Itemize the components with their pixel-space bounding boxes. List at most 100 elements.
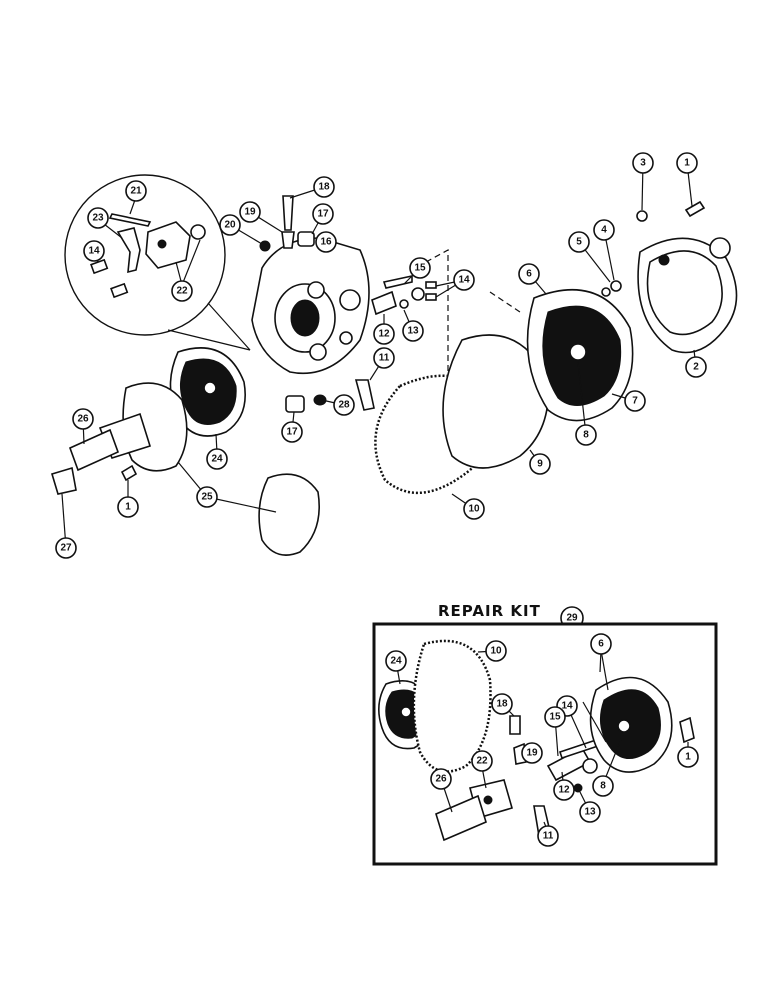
callout-2: 2 xyxy=(685,356,707,378)
svg-text:11: 11 xyxy=(543,831,554,842)
callout-13: 13 xyxy=(402,320,424,342)
svg-text:19: 19 xyxy=(526,748,538,759)
svg-text:24: 24 xyxy=(390,656,402,667)
callout-16: 16 xyxy=(315,231,337,253)
kit-callout-6: 6 xyxy=(590,633,612,655)
spring-26 xyxy=(68,428,120,472)
kit-callout-22: 22 xyxy=(471,750,493,772)
svg-text:25: 25 xyxy=(201,492,213,503)
plate-9 xyxy=(442,334,550,469)
svg-text:14: 14 xyxy=(88,246,100,257)
svg-text:15: 15 xyxy=(549,712,561,723)
callout-26: 26 xyxy=(72,408,94,430)
svg-text:10: 10 xyxy=(490,646,502,657)
callout-19: 19 xyxy=(239,201,261,223)
kit-callout-11: 11 xyxy=(537,825,559,847)
callout-23: 23 xyxy=(87,207,109,229)
svg-text:27: 27 xyxy=(60,543,72,554)
svg-text:5: 5 xyxy=(576,237,582,248)
spring-small xyxy=(281,231,295,249)
svg-text:24: 24 xyxy=(211,454,223,465)
callout-28: 28 xyxy=(333,394,355,416)
callout-25: 25 xyxy=(196,486,218,508)
svg-text:13: 13 xyxy=(407,326,419,337)
svg-text:17: 17 xyxy=(286,427,298,438)
callout-12: 12 xyxy=(373,323,395,345)
kit-callout-13: 13 xyxy=(579,801,601,823)
kit-callout-24: 24 xyxy=(385,650,407,672)
screw-11 xyxy=(354,379,375,411)
repair-kit-panel: 29 xyxy=(372,606,718,866)
kit-callout-26: 26 xyxy=(430,768,452,790)
svg-text:4: 4 xyxy=(601,225,607,236)
callout-14b: 14 xyxy=(453,269,475,291)
cap-27 xyxy=(51,466,77,495)
svg-text:22: 22 xyxy=(476,756,488,767)
spring-12 xyxy=(371,290,397,316)
callout-11: 11 xyxy=(373,347,395,369)
svg-text:26: 26 xyxy=(435,774,447,785)
svg-text:22: 22 xyxy=(176,286,188,297)
svg-text:23: 23 xyxy=(92,213,104,224)
svg-text:28: 28 xyxy=(338,400,350,411)
washer xyxy=(259,240,271,252)
svg-text:17: 17 xyxy=(317,209,329,220)
svg-text:3: 3 xyxy=(640,158,646,169)
svg-text:7: 7 xyxy=(632,396,638,407)
svg-text:12: 12 xyxy=(558,785,570,796)
svg-text:18: 18 xyxy=(318,182,330,193)
callout-8: 8 xyxy=(575,424,597,446)
svg-text:15: 15 xyxy=(414,263,426,274)
svg-text:1: 1 xyxy=(125,502,131,513)
svg-text:6: 6 xyxy=(598,639,604,650)
callout-22: 22 xyxy=(171,280,193,302)
screw xyxy=(282,195,294,231)
svg-text:8: 8 xyxy=(583,430,589,441)
svg-text:9: 9 xyxy=(537,459,543,470)
callouts: 1 2 3 4 5 6 7 8 9 10 11 12 13 14 14 15 1… xyxy=(55,152,707,559)
svg-text:2: 2 xyxy=(693,362,699,373)
kit-callout-15: 15 xyxy=(544,706,566,728)
svg-text:18: 18 xyxy=(496,699,508,710)
callout-1b: 1 xyxy=(117,496,139,518)
detail-inset xyxy=(64,174,251,351)
svg-text:13: 13 xyxy=(584,807,596,818)
callout-5: 5 xyxy=(568,231,590,253)
callout-9: 9 xyxy=(529,453,551,475)
callout-1: 1 xyxy=(676,152,698,174)
callout-17: 17 xyxy=(312,203,334,225)
repair-kit-title: REPAIR KIT xyxy=(438,602,541,620)
callout-14: 14 xyxy=(83,240,105,262)
kit-callout-1: 1 xyxy=(677,746,699,768)
svg-text:29: 29 xyxy=(566,613,578,624)
kit-callout-18: 18 xyxy=(491,693,513,715)
plug xyxy=(297,231,315,247)
svg-text:1: 1 xyxy=(684,158,690,169)
callout-18: 18 xyxy=(313,176,335,198)
svg-text:8: 8 xyxy=(600,781,606,792)
callout-7: 7 xyxy=(624,390,646,412)
svg-text:14: 14 xyxy=(458,275,470,286)
callout-6: 6 xyxy=(518,263,540,285)
svg-text:12: 12 xyxy=(378,329,390,340)
callout-17b: 17 xyxy=(281,421,303,443)
svg-text:19: 19 xyxy=(244,207,256,218)
kit-callout-10: 10 xyxy=(485,640,507,662)
svg-text:1: 1 xyxy=(685,752,691,763)
svg-text:26: 26 xyxy=(77,414,89,425)
pump-body xyxy=(251,237,370,375)
kit-callout-8: 8 xyxy=(592,775,614,797)
callout-10: 10 xyxy=(463,498,485,520)
callout-21: 21 xyxy=(125,180,147,202)
svg-text:16: 16 xyxy=(320,237,332,248)
callout-4: 4 xyxy=(593,219,615,241)
svg-text:11: 11 xyxy=(379,353,390,364)
rod-15 xyxy=(382,275,413,289)
kit-callout-19: 19 xyxy=(521,742,543,764)
callout-3: 3 xyxy=(632,152,654,174)
svg-text:14: 14 xyxy=(561,701,573,712)
svg-text:21: 21 xyxy=(130,186,142,197)
svg-text:10: 10 xyxy=(468,504,480,515)
callout-24: 24 xyxy=(206,448,228,470)
